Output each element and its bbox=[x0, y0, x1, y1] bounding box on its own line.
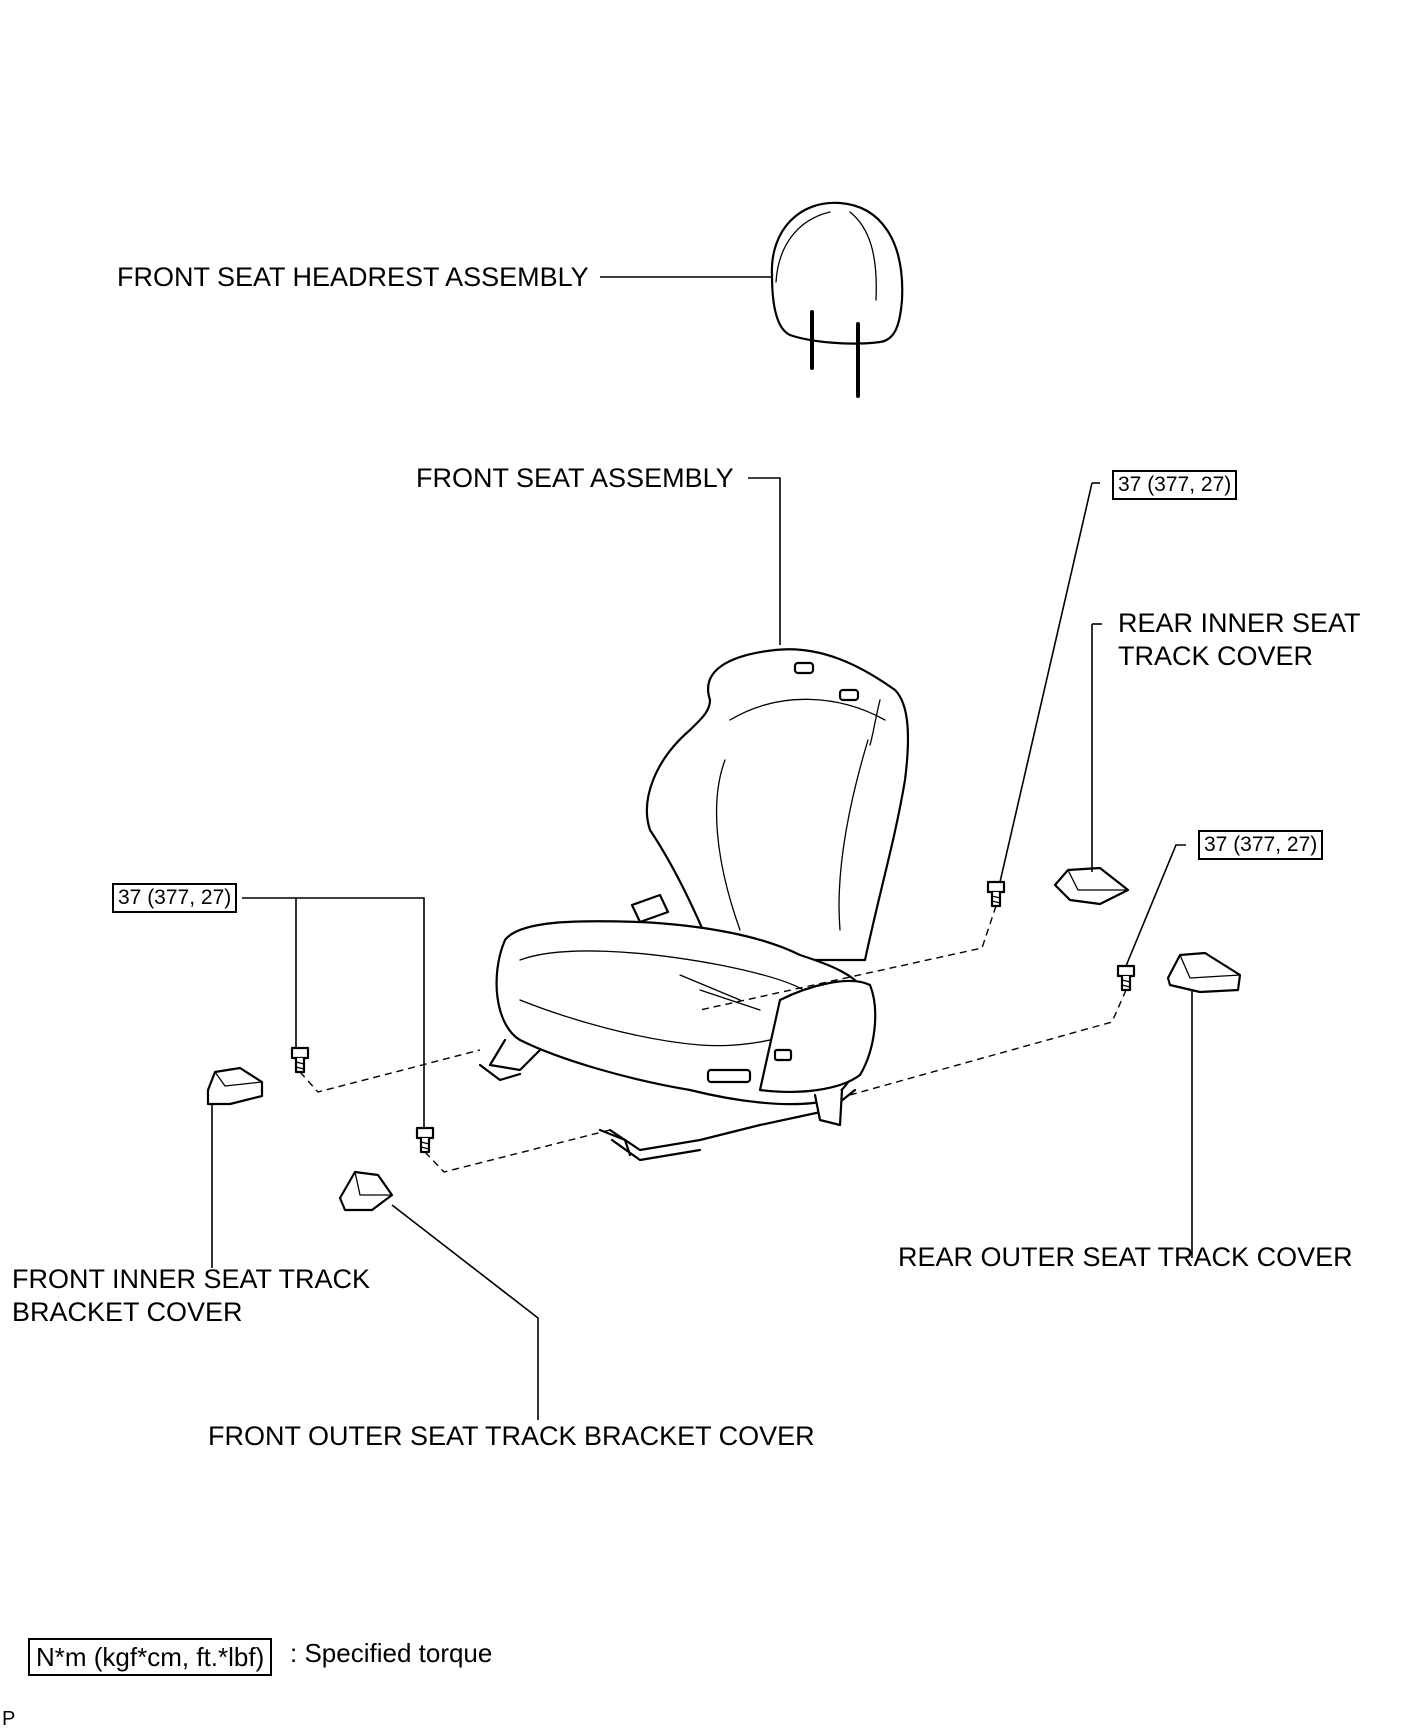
rear-inner-cover-shape bbox=[1053, 866, 1130, 906]
front-inner-cover-label-line2: BRACKET COVER bbox=[12, 1297, 243, 1327]
seat-illustration bbox=[478, 648, 910, 1162]
corner-mark: P bbox=[2, 1708, 16, 1730]
headrest-illustration bbox=[770, 201, 904, 398]
leader-lines bbox=[211, 276, 1193, 1420]
rear-outer-cover-shape bbox=[1166, 951, 1242, 994]
bolt-rear-inner bbox=[986, 880, 1006, 908]
torque-box-right: 37 (377, 27) bbox=[1198, 830, 1324, 860]
bolt-illustrations bbox=[290, 880, 1136, 1154]
bolt-front-outer bbox=[415, 1126, 435, 1154]
rear-inner-cover-label-line2: TRACK COVER bbox=[1118, 641, 1314, 671]
rear-outer-cover-label: REAR OUTER SEAT TRACK COVER bbox=[898, 1242, 1353, 1272]
front-outer-cover-label: FRONT OUTER SEAT TRACK BRACKET COVER bbox=[208, 1421, 815, 1451]
front-outer-cover-shape bbox=[338, 1170, 394, 1212]
torque-unit-legend-box: N*m (kgf*cm, ft.*lbf) bbox=[28, 1638, 273, 1676]
bolt-front-inner bbox=[290, 1046, 310, 1074]
rear-inner-cover-label-line1: REAR INNER SEAT bbox=[1118, 608, 1361, 638]
seat-assembly-label: FRONT SEAT ASSEMBLY bbox=[416, 463, 734, 493]
dashed-lines bbox=[299, 905, 1127, 1173]
front-inner-cover-label-line1: FRONT INNER SEAT TRACK bbox=[12, 1264, 371, 1294]
rear-inner-cover-label: REAR INNER SEAT TRACK COVER bbox=[1118, 607, 1361, 673]
bolt-rear-outer bbox=[1116, 964, 1136, 992]
headrest-label: FRONT SEAT HEADREST ASSEMBLY bbox=[117, 262, 589, 292]
front-inner-cover-label: FRONT INNER SEAT TRACK BRACKET COVER bbox=[12, 1263, 370, 1329]
cover-illustrations bbox=[206, 866, 1242, 1212]
torque-legend-text: : Specified torque bbox=[290, 1638, 493, 1668]
torque-box-top-right: 37 (377, 27) bbox=[1112, 470, 1238, 500]
torque-box-left: 37 (377, 27) bbox=[112, 883, 238, 913]
